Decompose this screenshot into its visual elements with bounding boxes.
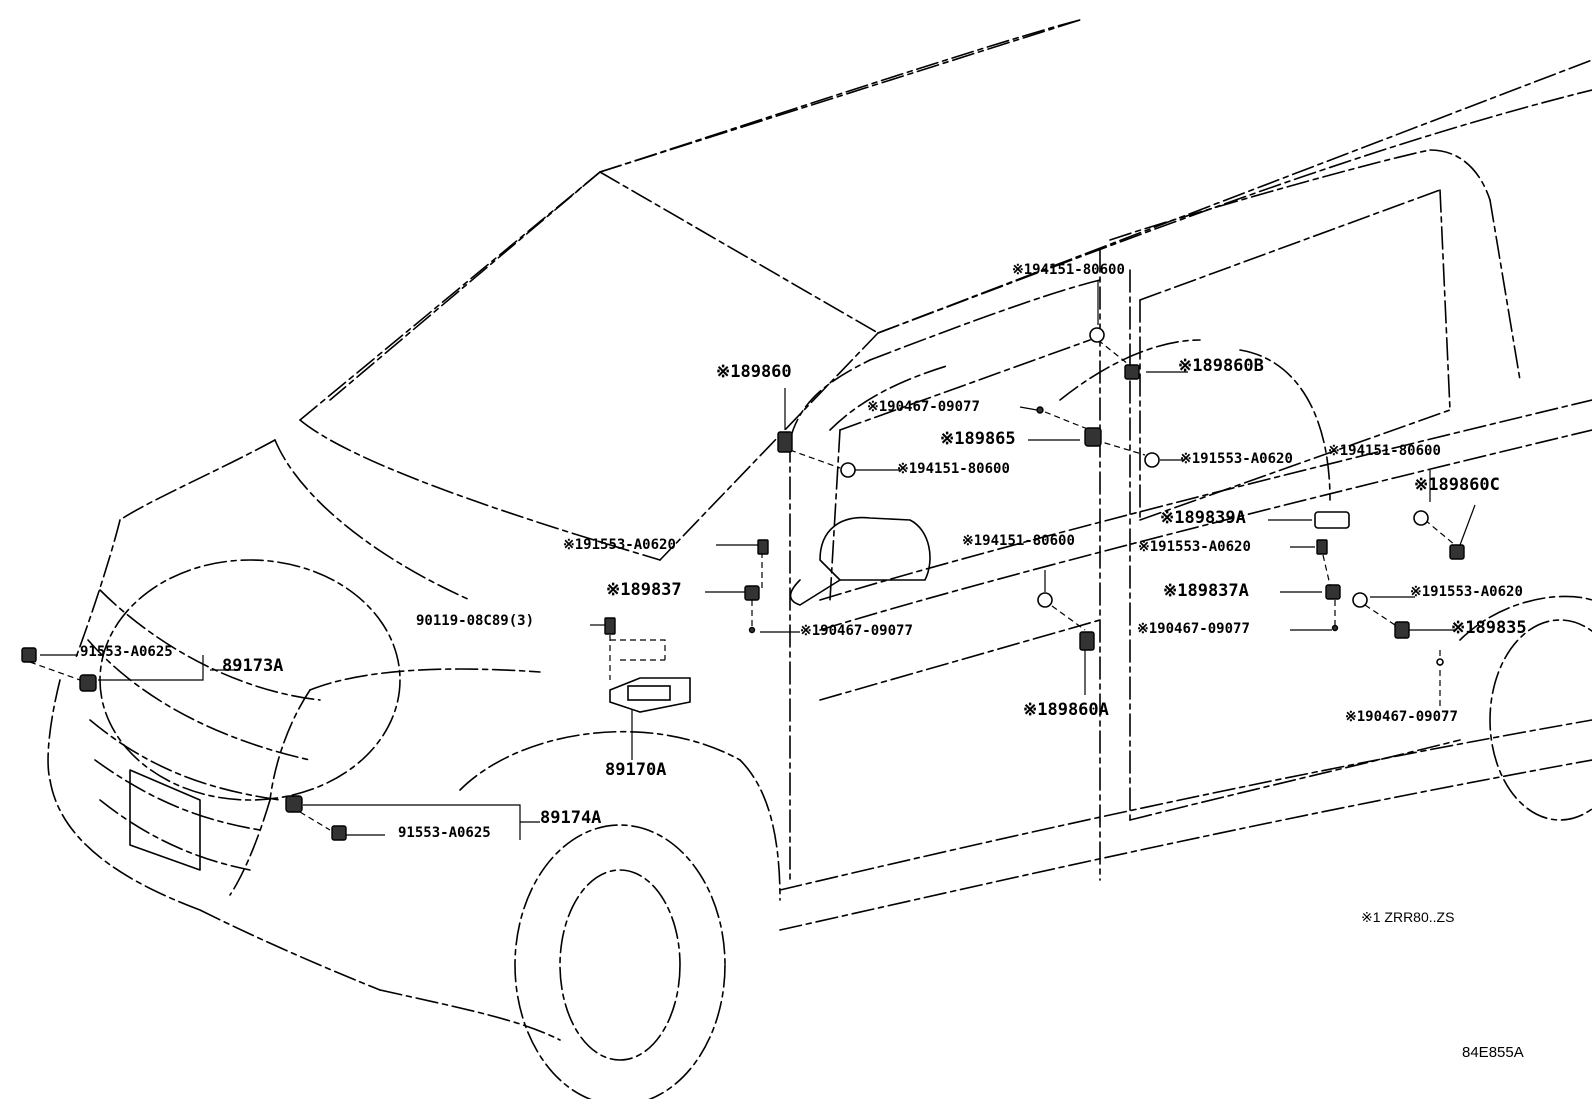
callout-label: ※189860 [716,362,792,382]
clip-icon [1331,624,1339,632]
bolt-icon [604,617,616,635]
parts [21,327,1465,841]
clip-icon [1436,658,1444,666]
sensor-icon [1449,544,1465,560]
sensor-icon [744,585,760,601]
nut-icon [1352,592,1368,608]
callout-label: ※189837 [606,580,682,600]
callout-label: ※189839A [1160,508,1246,528]
callout-label: ※190467-09077 [1345,709,1458,725]
nut-icon [840,462,856,478]
callout-label: ※189860C [1414,475,1500,495]
airbag-module-icon [627,685,671,701]
sensor-icon [79,674,97,692]
callout-label: 89173A [222,656,284,676]
nut-icon [1413,510,1429,526]
bolt-icon [21,647,37,663]
callout-label: ※191553-A0620 [1138,539,1251,555]
callout-label: 90119-08C89(3) [416,613,535,629]
callout-label: ※189860A [1023,700,1109,720]
nut-icon [1037,592,1053,608]
vehicle-body [47,19,1592,1099]
callout-label: ※190467-09077 [800,623,913,639]
callout-label: 91553-A0625 [80,644,173,660]
clip-icon [748,626,756,634]
nut-icon [1089,327,1105,343]
footnote: ※1 ZRR80..ZS [1361,909,1455,925]
callout-label: ※189865 [940,429,1016,449]
sensor-icon [1079,631,1095,651]
callout-label: ※189835 [1451,618,1527,638]
callout-label: ※190467-09077 [1137,621,1250,637]
callout-label: ※191553-A0620 [563,537,676,553]
sensor-icon [1394,621,1410,639]
callout-label: ※191553-A0620 [1180,451,1293,467]
sensor-icon [1124,364,1140,380]
callout-label: ※194151-80600 [1012,262,1125,278]
clip-icon [1036,406,1044,414]
bolt-icon [331,825,347,841]
sensor-icon [285,795,303,813]
bolt-icon [1316,539,1328,555]
leader-lines [29,280,1476,840]
callout-label: 89174A [540,808,602,828]
callout-label: ※189860B [1178,356,1264,376]
callout-label: ※194151-80600 [897,461,1010,477]
sensor-icon [1084,427,1102,447]
diagram-id: 84E855A [1462,1044,1524,1061]
sensor-icon [1314,511,1350,529]
sensor-icon [777,431,793,453]
callout-label: 91553-A0625 [398,825,491,841]
callout-label: ※194151-80600 [962,533,1075,549]
callout-label: ※191553-A0620 [1410,584,1523,600]
nut-icon [1144,452,1160,468]
side-mirror [789,516,931,606]
callout-label: 89170A [605,760,667,780]
bolt-icon [757,539,769,555]
callout-label: ※189837A [1163,581,1249,601]
sensor-icon [1325,584,1341,600]
callout-label: ※190467-09077 [867,399,980,415]
callout-label: ※194151-80600 [1328,443,1441,459]
